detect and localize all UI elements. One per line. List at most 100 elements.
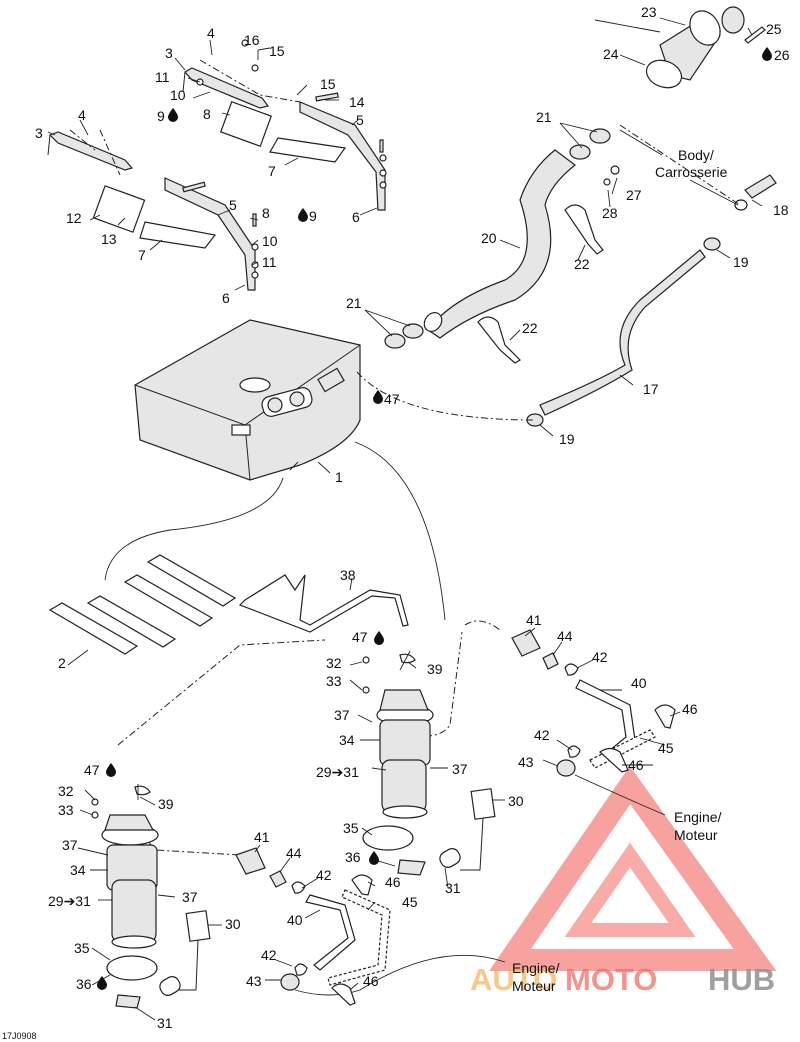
label-38: 38 <box>340 567 356 583</box>
label-41: 41 <box>254 829 270 845</box>
oil-drop-icon <box>168 108 178 122</box>
label-9: 9 <box>157 108 165 124</box>
label-26: 26 <box>774 47 790 63</box>
label-37: 37 <box>62 837 78 853</box>
label-10: 10 <box>170 87 186 103</box>
label-29-31: 29➔31 <box>48 893 91 909</box>
label-25: 25 <box>766 21 782 37</box>
figure-code: 17J0908 <box>2 1031 37 1041</box>
label-35: 35 <box>343 820 359 836</box>
label-30: 30 <box>225 916 241 932</box>
label-22: 22 <box>574 256 590 272</box>
label-10: 10 <box>262 233 278 249</box>
callout-texts: Body/ Carrosserie Engine/ Moteur Engine/… <box>512 147 728 994</box>
label-34: 34 <box>339 732 355 748</box>
label-7: 7 <box>268 163 276 179</box>
label-2: 2 <box>58 655 66 671</box>
label-45: 45 <box>402 894 418 910</box>
label-8: 8 <box>203 106 211 122</box>
carrosserie-callout: Carrosserie <box>655 164 728 180</box>
label-20: 20 <box>481 230 497 246</box>
label-5: 5 <box>229 197 237 213</box>
oil-drop-icon <box>97 976 107 990</box>
upper-strap-assembly <box>182 39 387 211</box>
label-42: 42 <box>261 947 277 963</box>
label-27: 27 <box>626 187 642 203</box>
label-4: 4 <box>78 107 86 123</box>
label-28: 28 <box>602 205 618 221</box>
label-21: 21 <box>536 109 552 125</box>
watermark-inner-triangle <box>564 842 696 937</box>
label-46: 46 <box>682 701 698 717</box>
label-6: 6 <box>222 290 230 306</box>
label-44: 44 <box>557 628 573 644</box>
label-34: 34 <box>70 862 86 878</box>
label-12: 12 <box>66 210 82 226</box>
label-40: 40 <box>287 912 303 928</box>
label-19: 19 <box>733 254 749 270</box>
label-41: 41 <box>526 612 542 628</box>
watermark-text-hub: HUB <box>708 962 775 997</box>
fuel-tank <box>134 319 361 481</box>
fuel-pump-module-left <box>91 785 211 1009</box>
label-6: 6 <box>352 209 360 225</box>
label-29-31: 29➔31 <box>316 764 359 780</box>
fuel-pump-module-right <box>362 653 496 876</box>
label-13: 13 <box>101 231 117 247</box>
label-36: 36 <box>76 976 92 992</box>
label-42: 42 <box>316 867 332 883</box>
moteur-callout-lower: Moteur <box>512 978 556 994</box>
label-21: 21 <box>346 295 362 311</box>
label-37: 37 <box>334 707 350 723</box>
label-3: 3 <box>35 125 43 141</box>
label-39: 39 <box>427 661 443 677</box>
label-43: 43 <box>518 754 534 770</box>
label-33: 33 <box>326 673 342 689</box>
label-17: 17 <box>643 381 659 397</box>
label-45: 45 <box>658 740 674 756</box>
filler-assembly <box>384 6 777 427</box>
label-37: 37 <box>452 761 468 777</box>
label-32: 32 <box>326 655 342 671</box>
label-47: 47 <box>84 762 100 778</box>
oil-drop-icon <box>298 208 308 222</box>
label-3: 3 <box>165 45 173 61</box>
label-32: 32 <box>58 783 74 799</box>
label-47: 47 <box>352 629 368 645</box>
label-33: 33 <box>58 802 74 818</box>
oil-drop-icon <box>373 390 383 404</box>
label-36: 36 <box>345 849 361 865</box>
label-14: 14 <box>349 94 365 110</box>
label-44: 44 <box>286 845 302 861</box>
label-1: 1 <box>335 469 343 485</box>
oil-drop-icon <box>369 851 379 865</box>
label-31: 31 <box>157 1015 173 1031</box>
label-11: 11 <box>155 69 170 85</box>
fuel-line-right <box>511 629 676 777</box>
label-19: 19 <box>559 431 575 447</box>
label-46: 46 <box>385 874 401 890</box>
label-46: 46 <box>628 757 644 773</box>
label-15: 15 <box>320 76 336 92</box>
label-35: 35 <box>74 940 90 956</box>
fuel-line-left <box>235 847 391 1006</box>
moteur-callout-upper: Moteur <box>674 827 718 843</box>
label-30: 30 <box>508 793 524 809</box>
watermark-triangle <box>489 765 777 971</box>
watermark: AUTO MOTO HUB <box>470 765 777 997</box>
breather-tube <box>238 574 409 633</box>
body-callout: Body/ <box>678 147 714 163</box>
label-leader-lines <box>47 17 763 1021</box>
watermark-text-auto: AUTO <box>470 962 557 997</box>
label-47: 47 <box>384 391 400 407</box>
label-11: 11 <box>262 254 277 270</box>
label-42: 42 <box>592 649 608 665</box>
oil-drop-icon <box>374 631 384 645</box>
oil-drop-icon <box>762 47 772 61</box>
label-15: 15 <box>269 43 285 59</box>
label-43: 43 <box>246 973 262 989</box>
label-37: 37 <box>182 889 198 905</box>
label-46: 46 <box>363 973 379 989</box>
label-4: 4 <box>207 25 215 41</box>
watermark-text-moto: MOTO <box>565 962 657 997</box>
